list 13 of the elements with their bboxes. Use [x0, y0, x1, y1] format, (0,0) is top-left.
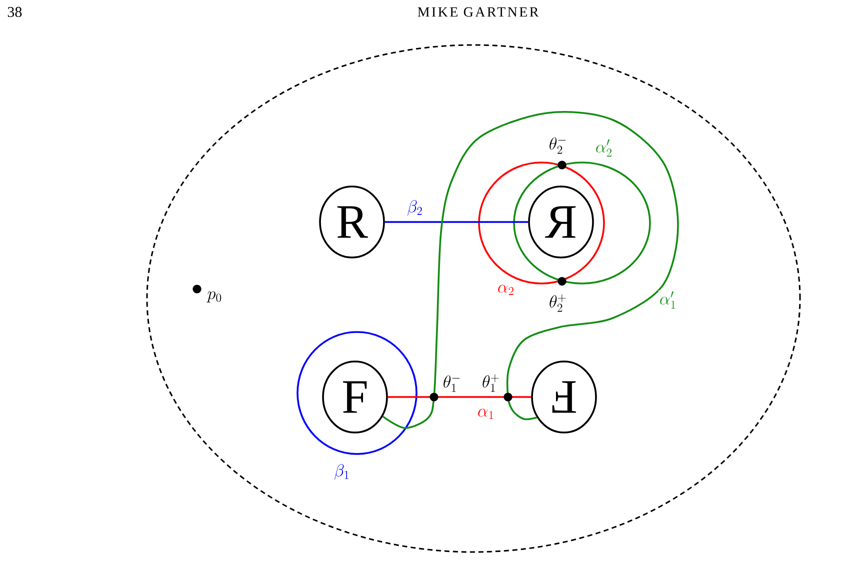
straight-line	[388, 396, 532, 398]
point-label: $\theta_2^+$	[550, 294, 566, 312]
page-number: 38	[8, 6, 22, 18]
point-label: $\theta_1^-$	[444, 375, 460, 392]
edge-label: $\alpha_1$	[476, 408, 496, 420]
curve-label: $\alpha_2$	[498, 284, 514, 296]
edge-label: $\beta_2$	[406, 199, 424, 217]
running-head: MIKE GARTNER	[418, 7, 539, 17]
edge-label: $\alpha'_1$	[658, 290, 678, 310]
point-label: $p_0$	[206, 291, 222, 302]
straight-line	[384, 221, 528, 223]
curve-label: $\alpha'_2$	[596, 139, 612, 157]
curved-line	[382, 111, 679, 429]
